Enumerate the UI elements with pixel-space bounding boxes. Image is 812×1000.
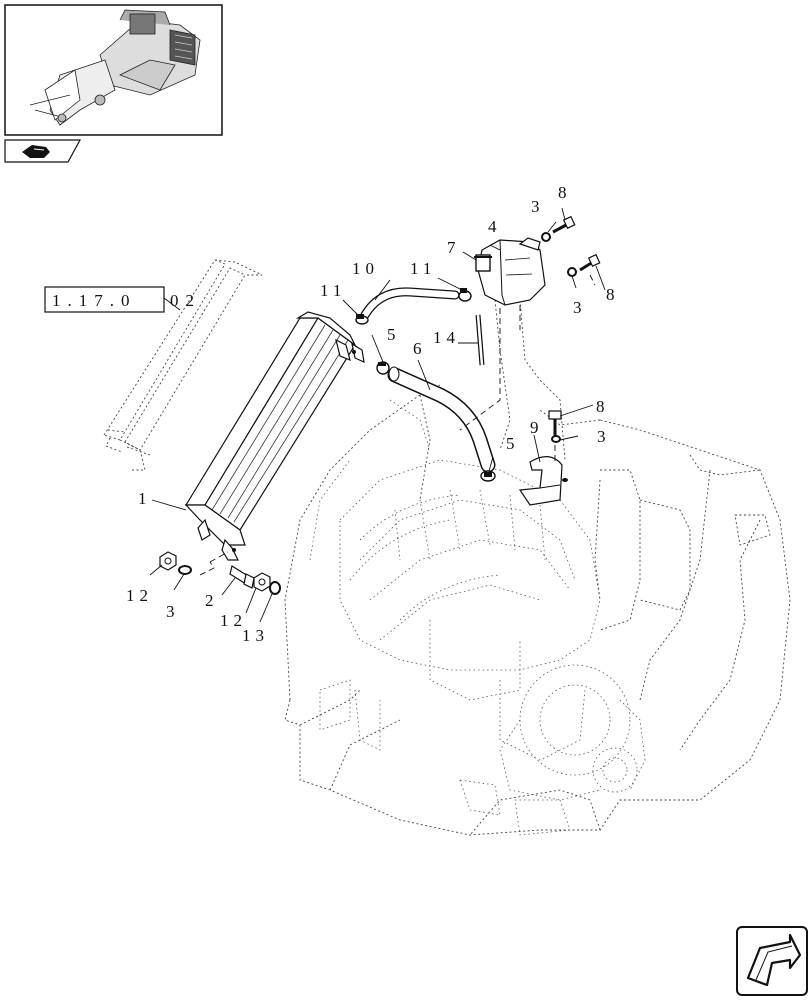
washer-13[interactable] <box>269 581 281 595</box>
washer-3-c[interactable] <box>551 435 561 443</box>
reference-link[interactable]: 1.17.0 02 <box>44 286 201 313</box>
hand-pointer-icon <box>22 145 50 158</box>
clamp-11-b[interactable] <box>458 288 472 302</box>
clamp-11-a[interactable] <box>355 314 369 325</box>
washer-3-b[interactable] <box>567 267 577 277</box>
callout-9: 9 <box>530 418 544 437</box>
next-page-button[interactable] <box>736 926 808 996</box>
callout-6: 6 <box>413 339 427 358</box>
bracket-9[interactable] <box>518 456 568 506</box>
callout-3-b: 3 <box>573 298 587 317</box>
nut-12-b[interactable] <box>253 572 271 592</box>
callout-5-b: 5 <box>506 434 520 453</box>
tractor-overview-thumbnail <box>29 9 201 126</box>
callout-labels: 1 2 3 3 3 3 4 5 5 6 7 8 8 8 9 10 11 11 1… <box>126 183 620 645</box>
assembly-guide-lines <box>199 274 596 576</box>
hose-10[interactable] <box>360 287 460 320</box>
leader-lines <box>149 207 606 623</box>
clamp-5-b[interactable] <box>480 470 496 482</box>
callout-7: 7 <box>447 238 461 257</box>
callout-12-b: 12 <box>220 611 247 630</box>
bolt-8-a[interactable] <box>552 215 576 234</box>
reference-box-suffix: 02 <box>170 291 201 310</box>
washer-3-a[interactable] <box>541 232 551 242</box>
callout-3-a: 3 <box>531 197 545 216</box>
callout-8-c: 8 <box>596 397 610 416</box>
callout-8-b: 8 <box>606 285 620 304</box>
callout-3-c: 3 <box>597 427 611 446</box>
tank-cap-7[interactable] <box>474 254 492 272</box>
washer-3-d[interactable] <box>178 565 192 575</box>
callout-10: 10 <box>352 259 379 278</box>
reference-box-text: 1.17.0 <box>52 291 137 310</box>
callout-4: 4 <box>488 217 502 236</box>
callout-14: 14 <box>433 328 460 347</box>
thumbnail-panel[interactable] <box>4 4 223 136</box>
bolt-8-b[interactable] <box>579 253 601 272</box>
cooler-radiator[interactable] <box>184 311 365 561</box>
callout-13: 13 <box>242 626 269 645</box>
callout-1: 1 <box>138 489 152 508</box>
hose-14[interactable] <box>475 314 485 366</box>
hose-6[interactable] <box>387 366 496 473</box>
callout-3-d: 3 <box>166 602 180 621</box>
section-tab[interactable] <box>4 139 82 163</box>
callout-2: 2 <box>205 591 219 610</box>
engine-frame-ghost <box>103 259 791 836</box>
callout-12-a: 12 <box>126 586 153 605</box>
expansion-tank-4[interactable] <box>477 237 546 306</box>
nut-12-a[interactable] <box>159 551 177 571</box>
fitting-2[interactable] <box>229 565 255 589</box>
next-page-arrow-icon <box>746 933 802 987</box>
callout-5-a: 5 <box>387 325 401 344</box>
callout-11-a: 11 <box>320 281 346 300</box>
clamp-5-a[interactable] <box>376 361 390 375</box>
callout-8-a: 8 <box>558 183 572 202</box>
callout-11-b: 11 <box>410 259 436 278</box>
